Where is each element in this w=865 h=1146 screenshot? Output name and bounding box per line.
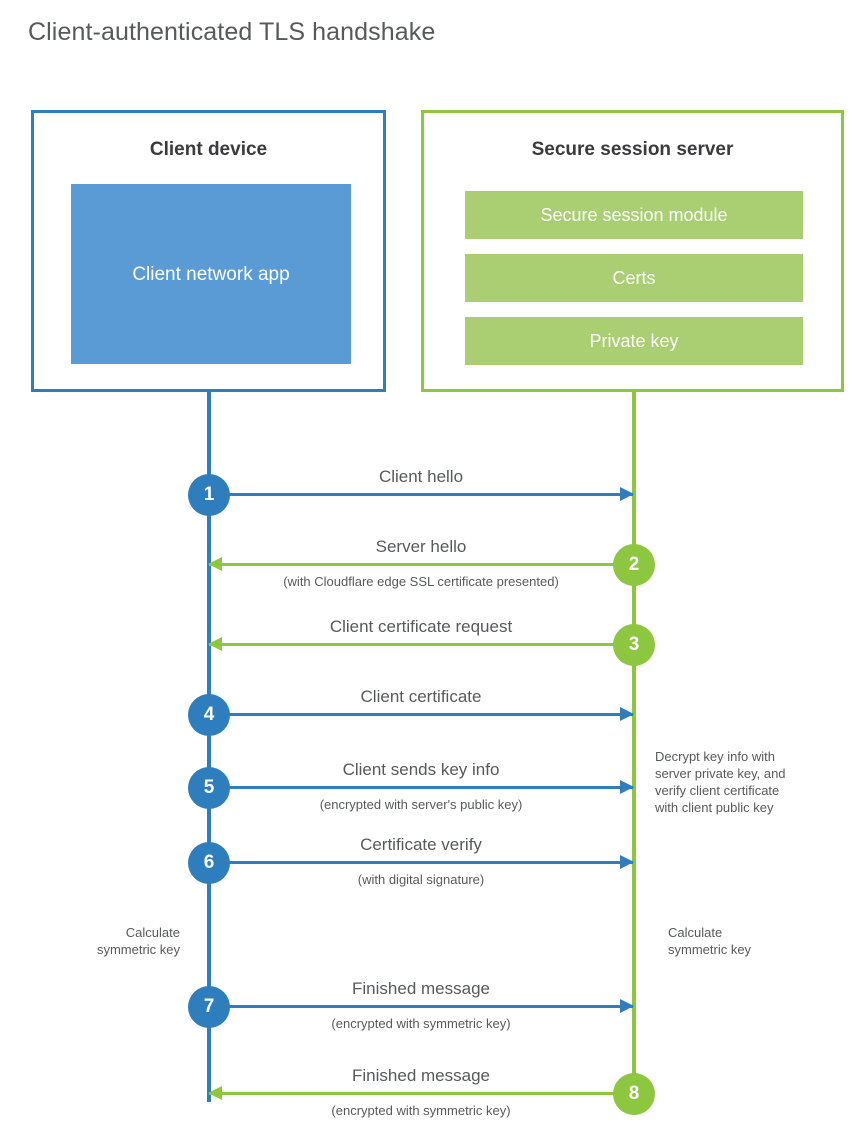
message-arrow-8 <box>208 1086 633 1100</box>
message-arrow-2 <box>208 557 633 571</box>
client-app-label-line2: app <box>257 263 290 285</box>
arrow-head-icon-8 <box>208 1086 222 1100</box>
note-calc-right-line1: Calculate <box>668 925 723 940</box>
message-label-3: Client certificate request <box>329 617 513 636</box>
step-circle-2: 2 <box>613 544 655 586</box>
arrow-head-icon-4 <box>620 707 634 721</box>
arrow-head-icon-1 <box>620 487 634 501</box>
step-circle-6: 6 <box>188 842 230 884</box>
note-calc-left-line2: symmetric key <box>96 942 180 957</box>
secure-session-server-box: Secure session server Secure session mod… <box>421 110 844 392</box>
step-circle-3: 3 <box>613 624 655 666</box>
note-calculate-symmetric-key-client: Calculate symmetric key <box>20 924 180 958</box>
arrow-head-icon-7 <box>620 999 634 1013</box>
message-label-7: Finished message <box>352 979 490 998</box>
message-label-6: Certificate verify <box>360 835 482 854</box>
note-decrypt-line1: Decrypt key info with <box>655 749 775 764</box>
message-arrow-1 <box>209 487 634 501</box>
page-title: Client-authenticated TLS handshake <box>28 18 436 46</box>
message-label-2: Server hello <box>375 537 467 556</box>
arrow-head-icon-2 <box>208 557 222 571</box>
note-decrypt-line2: server private key, and <box>655 766 786 781</box>
message-label-4: Client certificate <box>360 687 482 706</box>
server-lifeline <box>632 392 636 1092</box>
secure-session-server-title: Secure session server <box>531 139 734 160</box>
note-calc-right-line2: symmetric key <box>668 942 752 957</box>
client-device-title: Client device <box>149 139 268 160</box>
message-label-1: Client hello <box>378 467 464 486</box>
client-lifeline <box>207 392 211 1102</box>
message-sublabel-8: (encrypted with symmetric key) <box>331 1103 511 1118</box>
message-sublabel-7: (encrypted with symmetric key) <box>331 1016 511 1031</box>
client-device-box: Client device Client network app <box>31 110 386 392</box>
note-calc-left-line1: Calculate <box>125 925 180 940</box>
server-component-private-key: Private key <box>465 317 803 365</box>
message-label-8: Finished message <box>352 1066 490 1085</box>
step-circle-4: 4 <box>188 694 230 736</box>
message-arrow-7 <box>209 999 634 1013</box>
server-component-certs: Certs <box>465 254 803 302</box>
client-network-app-label: Client network app <box>126 261 296 288</box>
message-label-5: Client sends key info <box>342 760 500 779</box>
arrow-head-icon-6 <box>620 855 634 869</box>
arrow-head-icon-5 <box>620 780 634 794</box>
message-sublabel-2: (with Cloudflare edge SSL certificate pr… <box>283 574 559 589</box>
server-component-secure-session-module: Secure session module <box>465 191 803 239</box>
message-arrow-4 <box>209 707 634 721</box>
arrow-head-icon-3 <box>208 637 222 651</box>
note-decrypt-key-info: Decrypt key info with server private key… <box>655 748 845 816</box>
note-calculate-symmetric-key-server: Calculate symmetric key <box>668 924 838 958</box>
client-app-label-line1: Client network <box>132 263 253 285</box>
message-arrow-5 <box>209 780 634 794</box>
message-arrow-3 <box>208 637 633 651</box>
message-sublabel-6: (with digital signature) <box>357 872 485 887</box>
note-decrypt-line4: with client public key <box>655 800 774 815</box>
step-circle-1: 1 <box>188 474 230 516</box>
step-circle-8: 8 <box>613 1073 655 1115</box>
message-sublabel-5: (encrypted with server's public key) <box>319 797 523 812</box>
step-circle-7: 7 <box>188 986 230 1028</box>
client-network-app-block: Client network app <box>71 184 351 364</box>
message-arrow-6 <box>209 855 634 869</box>
note-decrypt-line3: verify client certificate <box>655 783 780 798</box>
step-circle-5: 5 <box>188 767 230 809</box>
